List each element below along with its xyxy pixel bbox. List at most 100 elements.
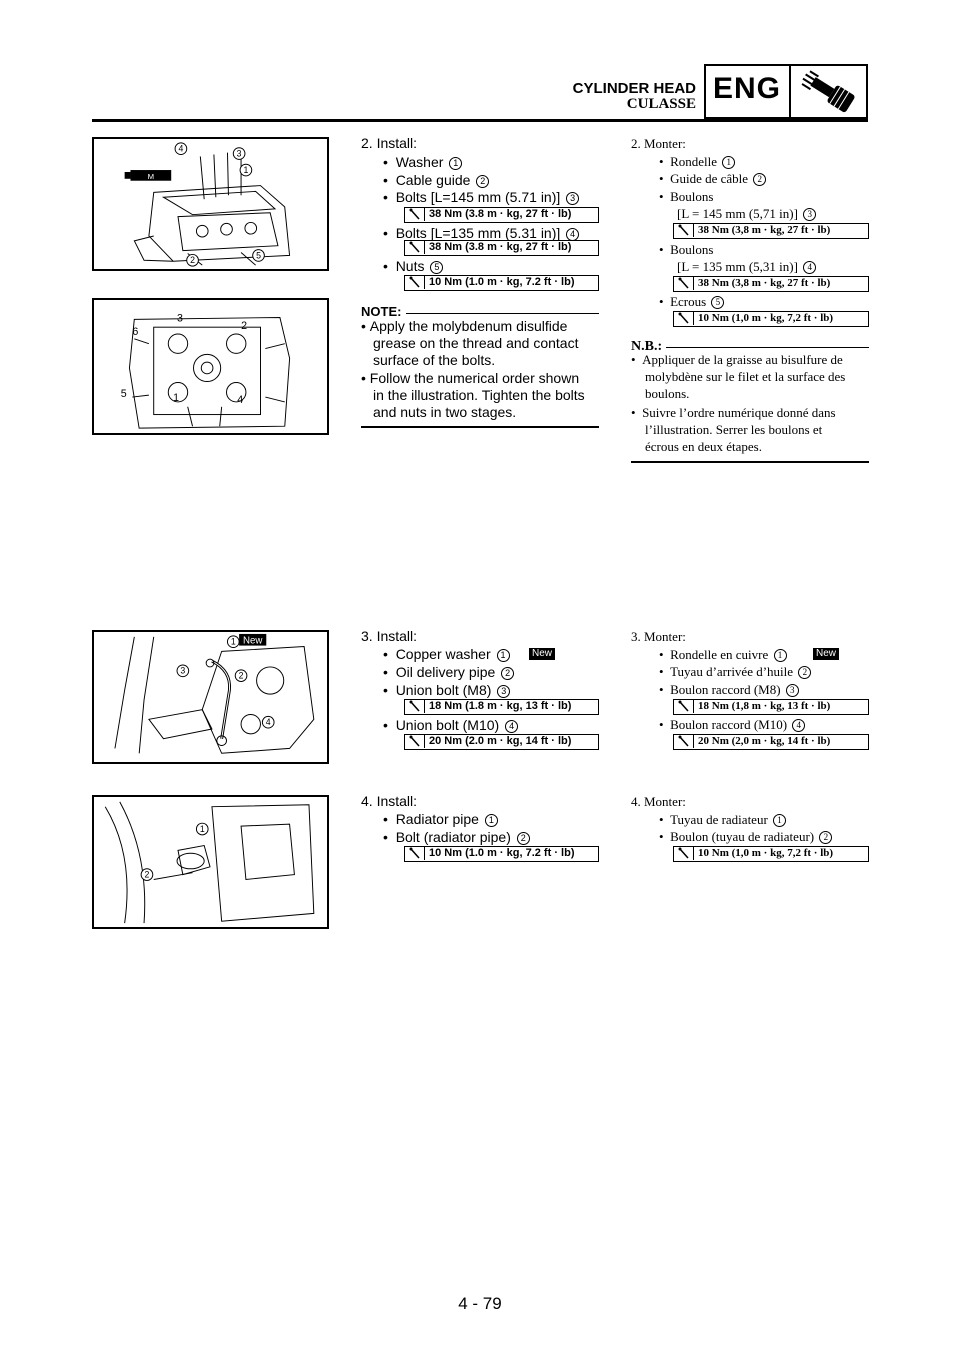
callout-5: 5 <box>256 250 261 260</box>
figure-tightening-order: 6 3 2 5 1 4 <box>92 298 329 435</box>
note-line: écrous en deux étapes. <box>645 439 762 454</box>
callout-2: 2 <box>239 671 244 681</box>
order-6: 6 <box>132 326 138 338</box>
step2-item-bolts-145: • Bolts [L=145 mm (5.71 in)] 3 <box>383 188 580 206</box>
order-2: 2 <box>241 320 247 332</box>
step3-item-union-m10: • Union bolt (M10) 4 <box>383 716 519 734</box>
order-5: 5 <box>121 388 127 400</box>
torque-spec: 18 Nm (1,8 m · kg, 13 ft · lb) <box>673 699 869 715</box>
step2-item-washer: • Washer 1 <box>383 153 463 171</box>
note-label: NOTE: <box>361 304 402 319</box>
torque-spec: 38 Nm (3,8 m · kg, 27 ft · lb) <box>673 276 869 292</box>
note-line: • Apply the molybdenum disulfide <box>361 318 568 334</box>
note-line: molybdène sur le filet et la surface des <box>645 369 846 384</box>
figure-cylinder-head-install: M 4 3 1 2 5 <box>92 137 329 271</box>
note-rule <box>406 313 599 314</box>
torque-wrench-icon <box>678 224 689 236</box>
callout-4: 4 <box>178 144 183 154</box>
torque-wrench-icon <box>678 847 689 859</box>
section-tab-divider <box>789 64 791 119</box>
header-subtitle: CULASSE <box>626 96 696 112</box>
step2-item-boulons-1-length: [L = 145 mm (5,71 in)] 3 <box>677 205 817 222</box>
note-line: • Follow the numerical order shown <box>361 370 580 386</box>
figure-new-badge: New <box>243 636 263 647</box>
note-line: boulons. <box>645 386 690 401</box>
torque-wrench-icon <box>409 208 420 220</box>
step2-item-boulons-2: • Boulons <box>659 242 714 257</box>
torque-wrench-icon <box>678 312 689 324</box>
step2-item-guide-cable: • Guide de câble 2 <box>659 170 767 187</box>
order-3: 3 <box>177 312 183 324</box>
torque-spec: 10 Nm (1,0 m · kg, 7,2 ft · lb) <box>673 846 869 862</box>
step2-item-nuts: • Nuts 5 <box>383 257 444 275</box>
step3-item-boulon-m10: • Boulon raccord (M10) 4 <box>659 716 806 733</box>
note-line: surface of the bolts. <box>373 352 496 368</box>
note-line: • Appliquer de la graisse au bisulfure d… <box>631 352 843 367</box>
step4-item-bolt: • Bolt (radiator pipe) 2 <box>383 828 530 846</box>
torque-wrench-icon <box>409 700 420 712</box>
callout-4: 4 <box>266 717 271 727</box>
callout-3: 3 <box>180 666 185 676</box>
page-number: 4 - 79 <box>458 1294 502 1313</box>
molybdenum-symbol: M <box>148 172 154 181</box>
callout-2: 2 <box>190 255 195 265</box>
callout-1: 1 <box>231 637 236 647</box>
note-end-rule <box>361 426 599 428</box>
torque-wrench-icon <box>678 700 689 712</box>
header-title: CYLINDER HEAD <box>572 80 696 97</box>
step3-item-union-m8: • Union bolt (M8) 3 <box>383 681 511 699</box>
figure-radiator-pipe: 1 2 <box>92 795 329 929</box>
note-line: • Suivre l’ordre numérique donné dans <box>631 405 836 420</box>
order-1: 1 <box>173 392 179 404</box>
torque-spec: 10 Nm (1.0 m · kg, 7.2 ft · lb) <box>404 275 599 291</box>
step4-title-fr: 4. Monter: <box>631 794 686 809</box>
step3-item-copper-washer: • Copper washer 1 <box>383 645 510 663</box>
new-badge: New <box>529 648 556 660</box>
step3-item-tuyau-huile: • Tuyau d’arrivée d’huile 2 <box>659 663 812 680</box>
step3-title-en: 3. Install: <box>361 628 418 644</box>
step2-item-cable-guide: • Cable guide 2 <box>383 171 490 189</box>
section-tab <box>704 64 868 119</box>
step2-item-bolts-135: • Bolts [L=135 mm (5.31 in)] 4 <box>383 224 580 242</box>
step3-title-fr: 3. Monter: <box>631 629 686 644</box>
header-rule <box>92 119 868 122</box>
note-line: and nuts in two stages. <box>373 404 517 420</box>
step2-item-boulons-2-length: [L = 135 mm (5,31 in)] 4 <box>677 258 817 275</box>
torque-wrench-icon <box>409 276 420 288</box>
callout-3: 3 <box>237 148 242 158</box>
torque-wrench-icon <box>409 241 420 253</box>
torque-spec: 38 Nm (3,8 m · kg, 27 ft · lb) <box>673 223 869 239</box>
step3-item-rondelle-cuivre: • Rondelle en cuivre 1 <box>659 646 787 663</box>
step2-item-rondelle: • Rondelle 1 <box>659 153 736 170</box>
torque-wrench-icon <box>678 735 689 747</box>
torque-spec: 38 Nm (3.8 m · kg, 27 ft · lb) <box>404 207 599 223</box>
torque-spec: 18 Nm (1.8 m · kg, 13 ft · lb) <box>404 699 599 715</box>
torque-spec: 20 Nm (2,0 m · kg, 14 ft · lb) <box>673 734 869 750</box>
torque-spec: 38 Nm (3.8 m · kg, 27 ft · lb) <box>404 240 599 256</box>
torque-spec: 10 Nm (1,0 m · kg, 7,2 ft · lb) <box>673 311 869 327</box>
torque-wrench-icon <box>409 847 420 859</box>
note-line: grease on the thread and contact <box>373 335 579 351</box>
step3-item-boulon-m8: • Boulon raccord (M8) 3 <box>659 681 799 698</box>
step2-item-boulons-1: • Boulons <box>659 189 714 204</box>
order-4: 4 <box>237 394 243 406</box>
wrench-icon <box>796 68 864 116</box>
note-rule <box>666 347 869 348</box>
section-tab-label: ENG <box>712 72 781 105</box>
figure-oil-delivery-pipe: New 1 3 2 4 <box>92 630 329 764</box>
step2-item-ecrous: • Ecrous 5 <box>659 293 725 310</box>
step4-item-boulon: • Boulon (tuyau de radiateur) 2 <box>659 828 833 845</box>
nb-label: N.B.: <box>631 339 663 354</box>
torque-spec: 10 Nm (1.0 m · kg, 7.2 ft · lb) <box>404 846 599 862</box>
step4-item-tuyau-radiateur: • Tuyau de radiateur 1 <box>659 811 787 828</box>
callout-1: 1 <box>200 824 205 834</box>
callout-1: 1 <box>243 165 248 175</box>
step3-item-oil-pipe: • Oil delivery pipe 2 <box>383 663 515 681</box>
note-end-rule <box>631 461 869 463</box>
step4-item-radiator-pipe: • Radiator pipe 1 <box>383 810 498 828</box>
torque-wrench-icon <box>409 735 420 747</box>
note-line: in the illustration. Tighten the bolts <box>373 387 585 403</box>
callout-2: 2 <box>145 870 150 880</box>
new-badge: New <box>813 648 840 660</box>
step2-title-en: 2. Install: <box>361 135 418 151</box>
